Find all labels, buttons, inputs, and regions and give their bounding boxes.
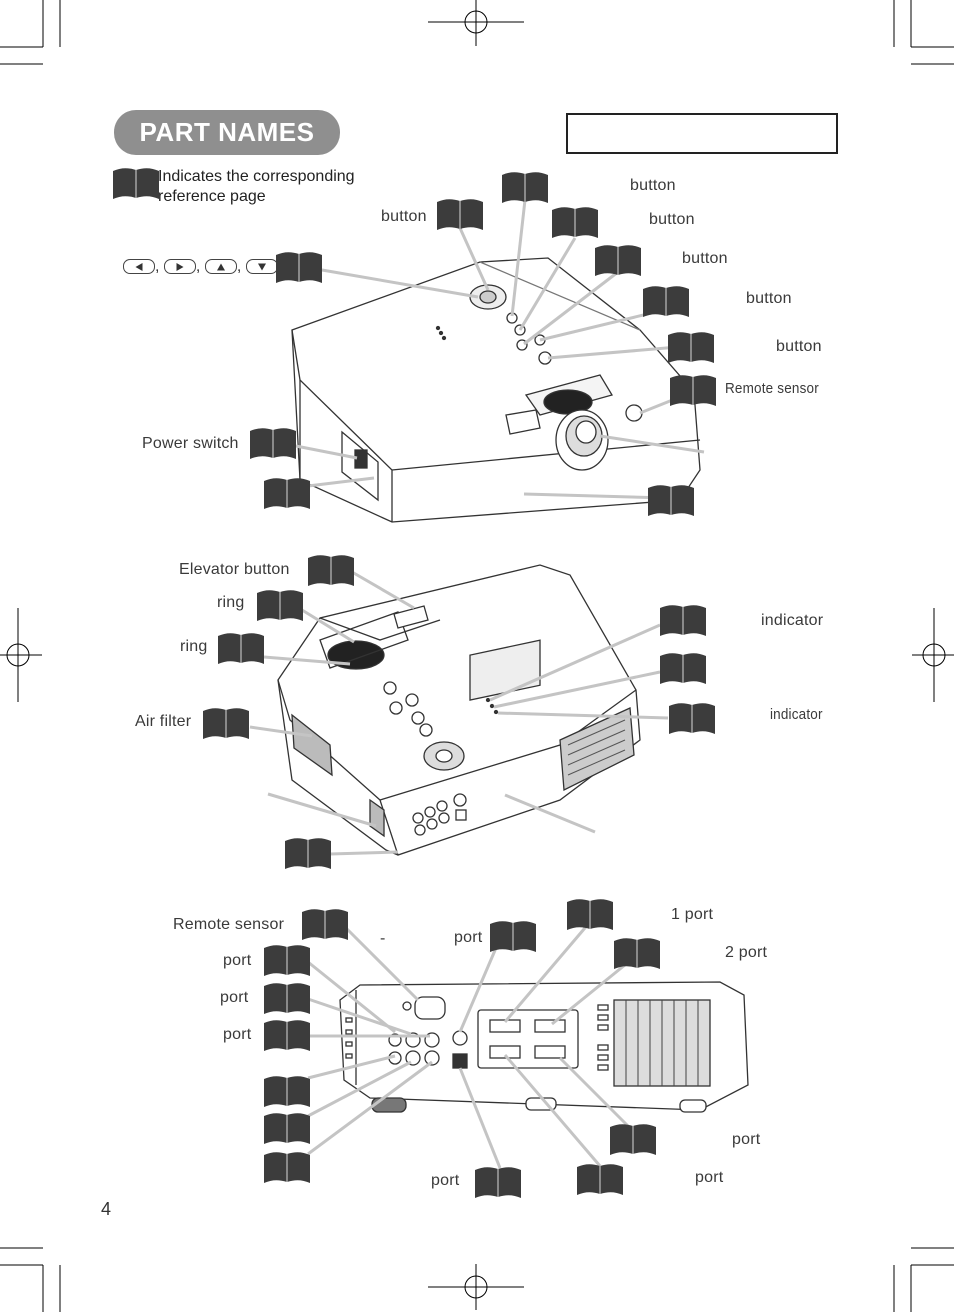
reference-book-icon — [643, 284, 689, 317]
reference-book-icon — [264, 1150, 310, 1183]
label-button: button — [682, 250, 728, 267]
label-elevator-button: Elevator button — [179, 561, 290, 578]
label-button: button — [630, 177, 676, 194]
reference-book-icon — [475, 1165, 521, 1198]
arrow-left-key-icon — [123, 259, 155, 275]
reference-book-icon — [264, 1074, 310, 1107]
label-port: port — [695, 1169, 724, 1186]
label-indicator: indicator — [761, 612, 824, 629]
label-port-1: 1 port — [671, 906, 714, 923]
label-port: port — [431, 1172, 460, 1189]
reference-book-icon — [660, 651, 706, 684]
reference-book-icon — [669, 701, 715, 734]
label-button: button — [746, 290, 792, 307]
page-number: 4 — [101, 1199, 112, 1219]
separator: , — [236, 258, 242, 275]
reference-book-icon — [437, 197, 483, 230]
reference-book-icon — [218, 631, 264, 664]
reference-book-icon — [113, 166, 159, 199]
reference-book-icon — [552, 205, 598, 238]
reference-book-icon — [595, 243, 641, 276]
reference-book-icon — [264, 1111, 310, 1144]
reference-book-icon — [668, 330, 714, 363]
reference-book-icon — [276, 250, 322, 283]
reference-book-icon — [203, 706, 249, 739]
label-dash: - — [380, 930, 386, 947]
reference-book-icon — [264, 476, 310, 509]
label-button: button — [776, 338, 822, 355]
reference-book-icon — [502, 170, 548, 203]
label-port: port — [223, 952, 252, 969]
reference-book-icon — [577, 1162, 623, 1195]
reference-book-icon — [614, 936, 660, 969]
reference-book-icon — [670, 373, 716, 406]
label-button: button — [649, 211, 695, 228]
reference-book-icon — [250, 426, 296, 459]
label-remote-sensor: Remote sensor — [173, 916, 285, 933]
leader-lines — [249, 199, 705, 1169]
arrow-up-key-icon — [204, 259, 237, 275]
label-ring: ring — [180, 638, 208, 655]
reference-book-icon — [648, 483, 694, 516]
arrow-right-key-icon — [163, 259, 196, 275]
label-port-2: 2 port — [725, 944, 768, 961]
reference-book-icon — [257, 588, 303, 621]
page-title: PART NAMES — [114, 110, 340, 155]
label-remote-sensor: Remote sensor — [725, 380, 819, 397]
label-button: button — [381, 208, 427, 225]
reference-book-icon — [285, 836, 331, 869]
separator: , — [155, 258, 160, 275]
reference-book-icon — [264, 1018, 310, 1051]
separator: , — [195, 258, 201, 275]
reference-book-icon — [660, 603, 706, 636]
label-air-filter: Air filter — [135, 713, 192, 730]
reference-book-icon — [302, 907, 348, 940]
label-indicator: indicator — [770, 706, 823, 723]
label-power-switch: Power switch — [142, 435, 239, 452]
label-port: port — [732, 1131, 761, 1148]
label-port: port — [454, 929, 483, 946]
label-port: port — [223, 1026, 252, 1043]
reference-book-icon — [264, 981, 310, 1014]
projector-rear-view — [339, 981, 749, 1113]
label-ring: ring — [217, 594, 245, 611]
title-box — [566, 113, 838, 154]
legend-text: Indicates the corresponding reference pa… — [158, 168, 355, 205]
arrow-down-key-icon — [245, 259, 278, 275]
projector-top-view — [291, 257, 701, 523]
label-port: port — [220, 989, 249, 1006]
arrow-keys: , , , — [123, 258, 278, 276]
reference-book-icon — [264, 943, 310, 976]
reference-book-icon — [490, 919, 536, 952]
reference-book-icon — [567, 897, 613, 930]
reference-book-icon — [308, 553, 354, 586]
reference-book-icon — [610, 1122, 656, 1155]
